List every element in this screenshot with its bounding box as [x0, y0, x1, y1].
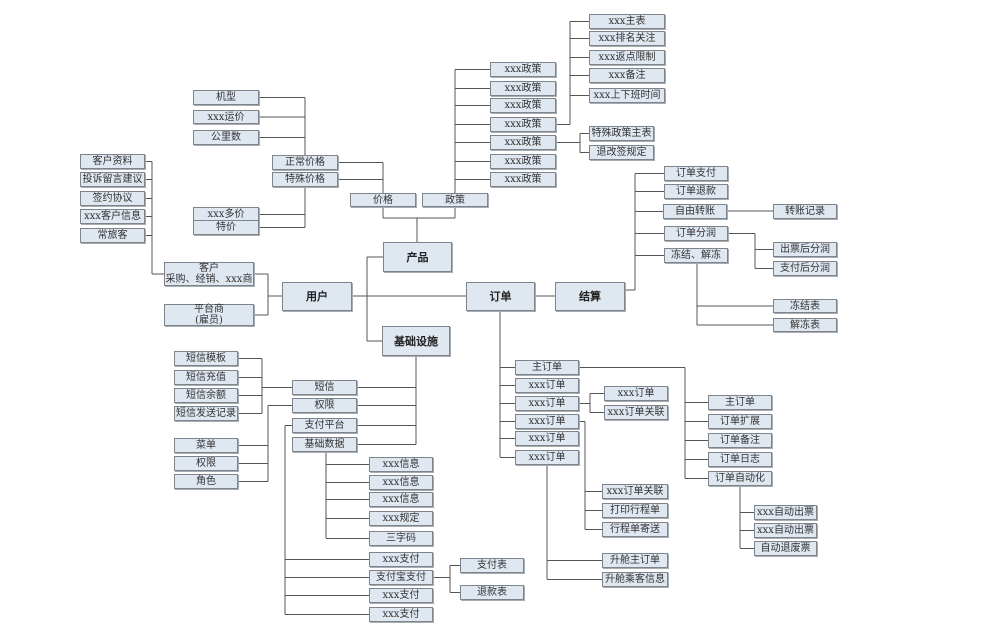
node-product: 产品: [383, 242, 452, 272]
node-auto2: xxx自动出票: [754, 523, 817, 538]
node-policy: 政策: [422, 193, 488, 207]
node-unfreeze-table: 解冻表: [773, 318, 837, 332]
node-rule: xxx规定: [369, 511, 433, 526]
node-free-transfer: 自由转账: [663, 204, 727, 219]
node-pol4: xxx政策: [490, 117, 556, 132]
node-remark: xxx备注: [589, 68, 665, 83]
node-o3: xxx订单: [515, 414, 579, 429]
node-pay3: xxx支付: [369, 588, 433, 603]
node-pol2: xxx政策: [490, 81, 556, 96]
node-pol3: xxx政策: [490, 98, 556, 113]
node-pol6: xxx政策: [490, 154, 556, 169]
node-infra: 基础设施: [382, 326, 450, 356]
node-normal-price: 正常价格: [272, 155, 338, 170]
node-up-pax: 升舱乘客信息: [602, 572, 668, 587]
node-profit: 订单分润: [664, 226, 728, 241]
node-pay1: xxx支付: [369, 552, 433, 567]
node-complaint: 投诉留言建议: [80, 172, 145, 187]
node-customer: 客户 采购、经销、xxx商: [164, 262, 254, 286]
node-worktime: xxx上下班时间: [589, 88, 665, 103]
node-freeze-table: 冻结表: [773, 299, 837, 313]
node-info2: xxx信息: [369, 475, 433, 490]
node-sms-recharge: 短信充值: [174, 370, 238, 385]
node-order: 订单: [466, 282, 535, 311]
node-role: 角色: [174, 474, 238, 489]
node-cust-info: 客户资料: [80, 154, 145, 169]
node-perm: 权限: [292, 398, 357, 413]
node-contract: 签约协议: [80, 191, 145, 206]
node-m-log: 订单日志: [708, 452, 772, 467]
node-o2: xxx订单: [515, 396, 579, 411]
node-o3b: 打印行程单: [602, 503, 668, 518]
node-frequent: 常旅客: [80, 228, 145, 243]
node-price: 价格: [350, 193, 416, 207]
node-sms-tpl: 短信模板: [174, 351, 238, 366]
node-model: 机型: [193, 90, 259, 105]
node-o-main: 主订单: [515, 360, 579, 375]
node-pay-platform: 支付平台: [292, 418, 357, 433]
node-sms: 短信: [292, 380, 357, 395]
node-base-data: 基础数据: [292, 437, 357, 452]
node-o2a: xxx订单: [604, 386, 668, 401]
node-pay-order: 订单支付: [664, 166, 728, 181]
node-sms-balance: 短信余额: [174, 388, 238, 403]
node-m-ext: 订单扩展: [708, 414, 772, 429]
node-pol7: xxx政策: [490, 172, 556, 187]
node-special-offer: 特价: [193, 220, 259, 235]
node-o1: xxx订单: [515, 378, 579, 393]
node-special-price: 特殊价格: [272, 172, 338, 187]
node-m-main: 主订单: [708, 395, 772, 410]
node-pay4: xxx支付: [369, 607, 433, 622]
node-sp-main: 特殊政策主表: [589, 126, 654, 141]
node-pol1: xxx政策: [490, 62, 556, 77]
node-main-table: xxx主表: [589, 14, 665, 29]
node-auto1: xxx自动出票: [754, 505, 817, 520]
node-perm-leaf: 权限: [174, 456, 238, 471]
node-refund-order: 订单退款: [664, 184, 728, 199]
node-refund-table: 退款表: [460, 585, 524, 600]
node-freeze: 冻结、解冻: [664, 248, 728, 263]
node-transfer-log: 转账记录: [773, 204, 837, 219]
node-code3: 三字码: [369, 531, 433, 546]
node-up-main: 升舱主订单: [602, 553, 668, 568]
node-o2b: xxx订单关联: [604, 405, 668, 420]
node-freight: xxx运价: [193, 110, 259, 124]
node-profit-pay: 支付后分润: [773, 261, 837, 276]
node-platform: 平台商 (雇员): [164, 304, 254, 326]
node-info1: xxx信息: [369, 457, 433, 472]
node-rank: xxx排名关注: [589, 31, 665, 46]
node-m-note: 订单备注: [708, 433, 772, 448]
node-menu: 菜单: [174, 438, 238, 453]
node-auto3: 自动退废票: [754, 541, 817, 556]
node-cust-detail: xxx客户信息: [80, 209, 145, 224]
node-o5: xxx订单: [515, 450, 579, 465]
node-pay-table: 支付表: [460, 558, 524, 573]
node-rebate: xxx返点限制: [589, 50, 665, 65]
node-refund-rule: 退改签规定: [589, 145, 654, 160]
node-info3: xxx信息: [369, 492, 433, 507]
node-profit-ticket: 出票后分润: [773, 242, 837, 257]
node-o3c: 行程单寄送: [602, 522, 668, 537]
node-mileage: 公里数: [193, 130, 259, 145]
node-o4: xxx订单: [515, 431, 579, 446]
node-pol5: xxx政策: [490, 135, 556, 150]
node-settle: 结算: [555, 282, 625, 311]
node-m-auto: 订单自动化: [708, 471, 772, 486]
node-sms-log: 短信发送记录: [174, 406, 238, 421]
node-o3a: xxx订单关联: [602, 484, 668, 499]
node-user: 用户: [282, 282, 352, 311]
node-alipay: 支付宝支付: [369, 570, 433, 585]
